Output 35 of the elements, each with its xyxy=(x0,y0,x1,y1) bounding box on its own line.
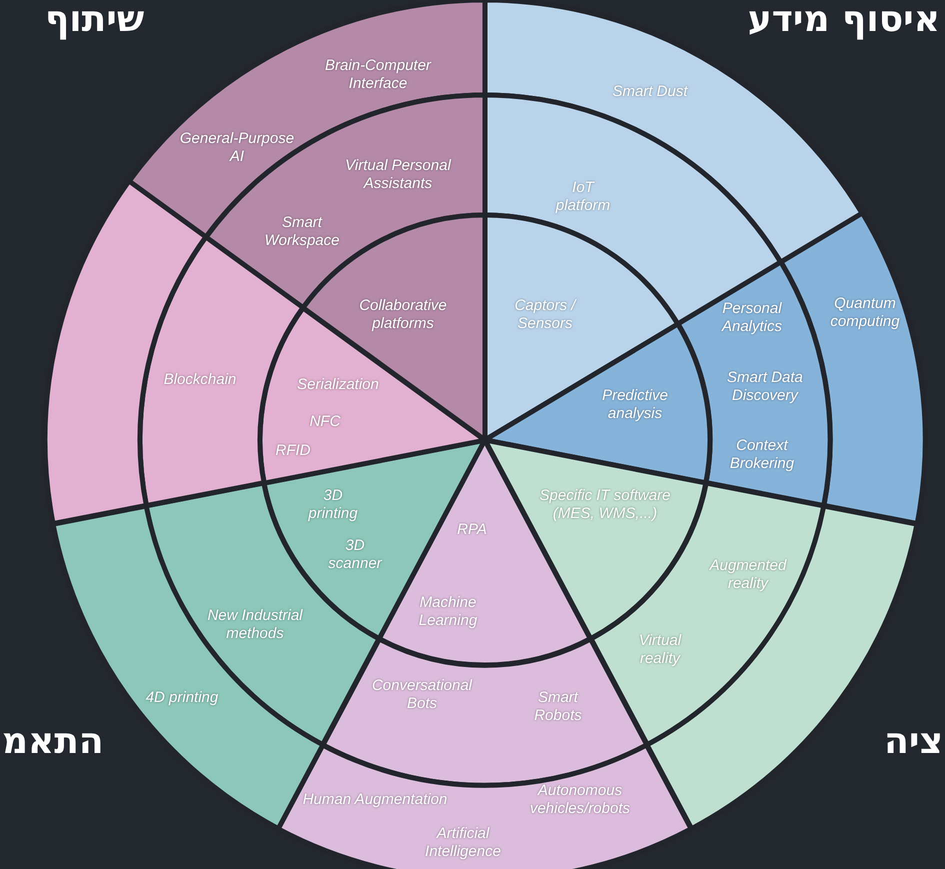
technology-label: Collaborative platforms xyxy=(358,297,448,333)
technology-label: Context Brokering xyxy=(728,436,796,473)
technology-label: 3D printing xyxy=(307,487,359,523)
category-heading: איסוף מידע xyxy=(748,0,940,40)
technology-label: General-Purpose AI xyxy=(178,130,296,166)
technology-label: New Industrial methods xyxy=(206,606,304,643)
technology-label: Virtual reality xyxy=(638,632,682,668)
technology-label: 3D scanner xyxy=(327,537,383,573)
technology-label: Smart Workspace xyxy=(263,214,340,250)
technology-label: Smart Data Discovery xyxy=(726,368,804,405)
technology-label: Smart Dust xyxy=(611,83,689,101)
technology-label: Personal Analytics xyxy=(720,300,783,336)
technology-label: 4D printing xyxy=(144,688,220,707)
technology-label: RPA xyxy=(456,521,488,539)
technology-label: Artificial Intelligence xyxy=(424,824,502,861)
technology-label: Virtual Personal Assistants xyxy=(344,157,452,193)
category-heading: התאמ xyxy=(2,722,104,762)
technology-label: Captors / Sensors xyxy=(514,297,578,333)
category-heading: ציה xyxy=(884,722,943,762)
category-heading: שיתוף xyxy=(45,0,144,40)
technology-label: Serialization xyxy=(296,376,380,394)
technology-label: Brain-Computer Interface xyxy=(324,57,432,93)
technology-label: NFC xyxy=(308,412,342,431)
technology-label: Augmented reality xyxy=(708,556,788,593)
technology-label: Predictive analysis xyxy=(601,386,669,423)
technology-label: Machine Learning xyxy=(418,594,478,630)
technology-label: RFID xyxy=(274,442,312,460)
technology-label: Specific IT software (MES, WMS,...) xyxy=(538,487,672,523)
technology-label: Human Augmentation xyxy=(302,790,448,809)
technology-label: Smart Robots xyxy=(533,688,583,725)
technology-label: Quantum computing xyxy=(829,294,901,331)
technology-label: Conversational Bots xyxy=(370,676,474,713)
technology-label: Autonomous vehicles/robots xyxy=(528,782,632,818)
technology-label: IoT platform xyxy=(554,179,612,215)
technology-label: Blockchain xyxy=(162,370,238,389)
